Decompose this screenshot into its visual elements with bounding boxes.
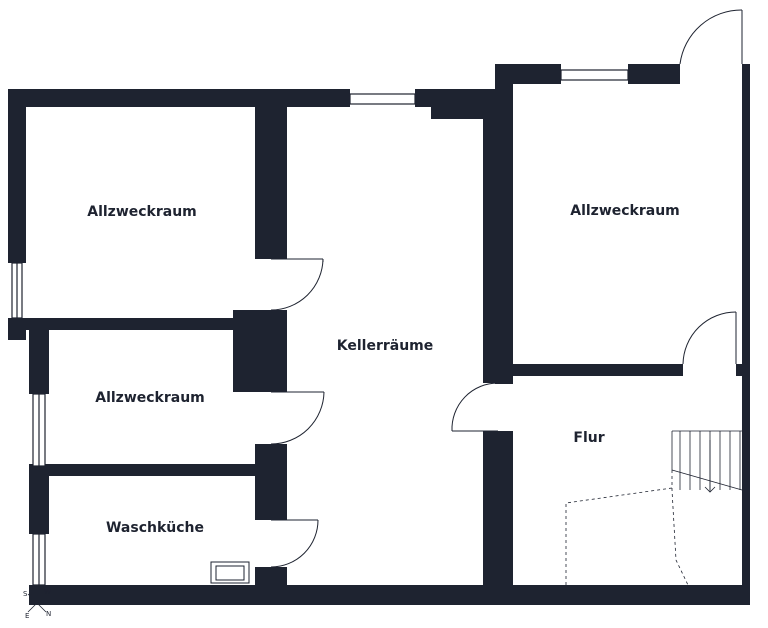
compass-n: N: [46, 610, 52, 618]
compass-w: W: [44, 588, 51, 596]
wall-inner-j: [513, 364, 683, 376]
stairs: [671, 430, 743, 493]
door-arc-5: [682, 311, 737, 365]
door-arc-6: [679, 9, 743, 65]
sink: [210, 561, 250, 584]
door-arc-1: [270, 258, 324, 311]
compass-e: E: [25, 612, 30, 620]
door-arc-4: [451, 382, 499, 432]
dashed-slope: [565, 487, 673, 585]
dashed-stair-under: [671, 470, 689, 586]
wall-inner-e: [255, 444, 287, 520]
wall-right: [742, 64, 750, 605]
wall-inner-h: [483, 431, 513, 605]
wall-left-lower-b: [29, 466, 49, 534]
room-label-allzweck-top-right: Allzweckraum: [570, 203, 680, 219]
stair-diag-1: [671, 469, 743, 491]
wall-inner-f: [255, 567, 287, 605]
wall-top-right-b: [628, 64, 680, 84]
room-label-flur: Flur: [573, 430, 605, 446]
wall-inner-d: [29, 464, 287, 476]
doors: [270, 9, 743, 568]
door-arc-2: [270, 391, 325, 445]
compass-icon: [27, 593, 47, 613]
wall-inner-k: [736, 364, 750, 376]
compass-rose: S W E N: [22, 588, 58, 624]
wall-inner-b: [8, 318, 287, 330]
window-top-left: [349, 93, 416, 105]
windows: [11, 69, 629, 586]
wall-inner-c: [233, 310, 287, 392]
wall-top-left: [8, 89, 350, 107]
room-label-allzweck-top-left: Allzweckraum: [87, 204, 197, 220]
room-label-waschkueche: Waschküche: [105, 520, 205, 536]
sink-inner: [215, 565, 245, 581]
wall-left-lower-a: [29, 322, 49, 394]
stair-arrow-head: [704, 486, 716, 493]
room-label-allzweck-middle-left: Allzweckraum: [95, 390, 205, 406]
room-label-keller: Kellerräume: [336, 338, 434, 354]
window-top-right: [560, 69, 629, 81]
walls: [8, 64, 750, 605]
wall-left-upper-a: [8, 89, 26, 263]
wall-inner-a: [255, 89, 287, 259]
hidden-lines: [565, 470, 689, 586]
wall-bottom: [29, 585, 744, 605]
compass-s: S: [23, 590, 28, 598]
door-arc-3: [270, 519, 319, 568]
wall-inner-i: [495, 64, 513, 384]
